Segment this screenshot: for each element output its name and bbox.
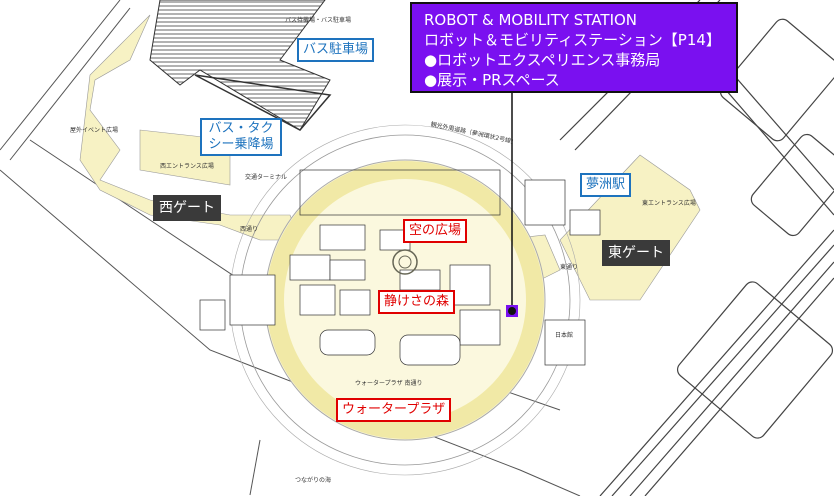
label-transport-terminal: 交通ターミナル [245,174,288,181]
callout-title-en: ROBOT & MOBILITY STATION [424,11,638,29]
label-sky-plaza[interactable]: 空の広場 [403,219,468,243]
robot-station-dot [508,307,516,315]
label-water-plaza-street: ウォータープラザ 南通り [355,380,423,387]
pavilions [199,39,601,366]
robot-mobility-station-callout: ROBOT & MOBILITY STATION ロボット＆モビリティステーショ… [410,2,738,93]
callout-title-ja: ロボット＆モビリティステーション【P14】 [424,31,721,49]
label-bus-waiting: バス待機場・バス駐車場 [285,17,352,24]
label-bus-parking[interactable]: バス駐車場 [297,38,375,62]
label-outdoor-event: 屋外イベント広場 [70,127,119,134]
callout-item: ●ロボットエクスペリエンス事務局 [424,51,661,69]
label-tsunagari: つながりの海 [295,477,332,484]
tree-plaza [392,249,418,275]
callout-item: ●展示・PRスペース [424,71,560,89]
label-east-street: 東通り [560,264,579,271]
label-yumeshima-station[interactable]: 夢洲駅 [580,173,632,197]
label-japan-pavilion: 日本館 [555,332,574,339]
label-forest[interactable]: 静けさの森 [378,290,456,314]
label-west-entrance: 西エントランス広場 [160,163,214,170]
label-east-gate[interactable]: 東ゲート [602,240,670,266]
label-east-entrance: 東エントランス広場 [642,200,696,207]
label-bus-taxi[interactable]: バス・タクシー乗降場 [200,118,282,156]
label-water-plaza[interactable]: ウォータープラザ [336,398,452,422]
label-west-street: 西通り [240,226,259,233]
label-west-gate[interactable]: 西ゲート [153,195,221,221]
